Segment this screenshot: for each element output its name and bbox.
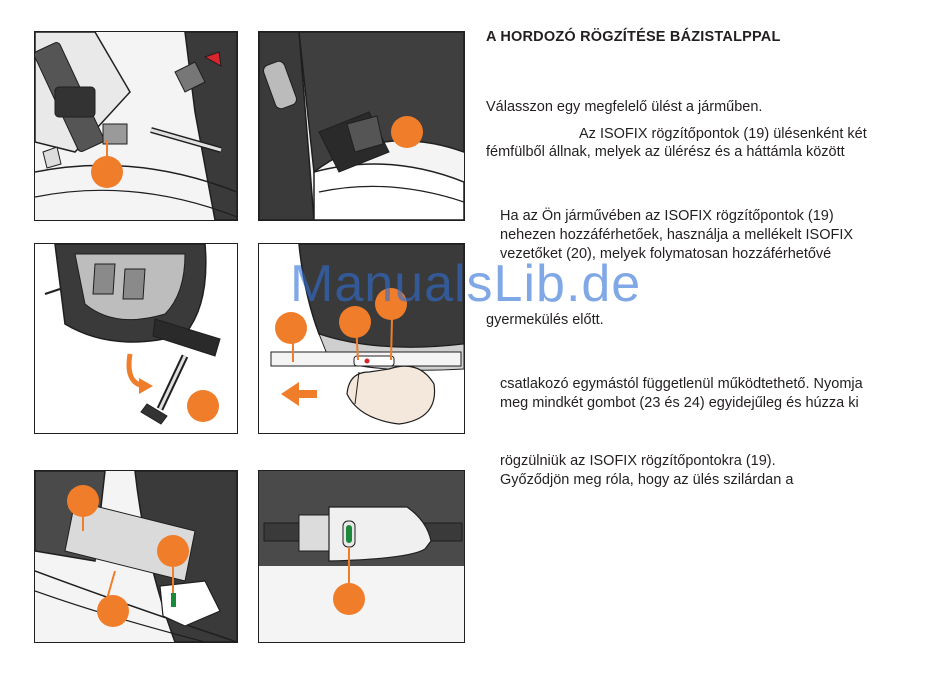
isofix-release-buttons-illustration (258, 243, 465, 434)
paragraph: vezetőket (20), melyek folymatosan hozzá… (500, 246, 832, 262)
callout-marker (157, 535, 189, 567)
callout-marker (375, 288, 407, 320)
callout-marker (91, 156, 123, 188)
callout-marker (97, 595, 129, 627)
isofix-green-indicator-illustration (258, 470, 465, 643)
page-title: A HORDOZÓ RÖGZÍTÉSE BÁZISTALPPAL (486, 29, 781, 45)
isofix-guide-illustration (258, 31, 465, 221)
paragraph: Válasszon egy megfelelő ülést a járműben… (486, 99, 763, 115)
paragraph: gyermekülés előtt. (486, 312, 604, 328)
base-isofix-arm-extension-illustration (34, 243, 238, 434)
callout-marker (391, 116, 423, 148)
paragraph: Az ISOFIX rögzítőpontok (19) ülésenként … (579, 126, 867, 142)
callout-marker (187, 390, 219, 422)
callout-marker (339, 306, 371, 338)
callout-marker (275, 312, 307, 344)
callout-marker (333, 583, 365, 615)
callout-marker (67, 485, 99, 517)
paragraph: Ha az Ön járművében az ISOFIX rögzítőpon… (500, 208, 834, 224)
paragraph: rögzülniük az ISOFIX rögzítőpontokra (19… (500, 453, 776, 469)
paragraph: fémfülből állnak, melyek az ülérész és a… (486, 144, 845, 160)
isofix-anchor-in-seat-illustration (34, 31, 238, 221)
paragraph: csatlakozó egymástól függetlenül működte… (500, 376, 863, 392)
paragraph: nehezen hozzáférhetőek, használja a mell… (500, 227, 854, 243)
paragraph: meg mindkét gombot (23 és 24) egyidejűle… (500, 395, 859, 411)
isofix-connect-illustration (34, 470, 238, 643)
paragraph: Győződjön meg róla, hogy az ülés szilárd… (500, 472, 794, 488)
